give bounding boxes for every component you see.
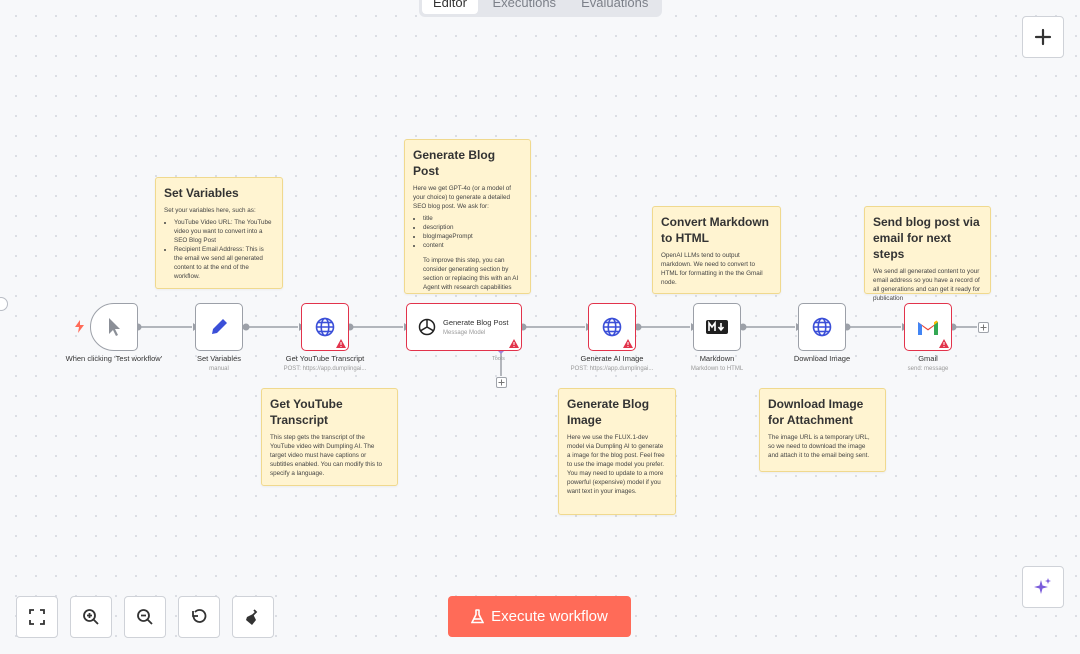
note-body: The image URL is a temporary URL, so we … [768, 434, 870, 459]
node-markdown-sub: Markdown to HTML [690, 366, 744, 372]
note-list-item: title [423, 214, 522, 223]
note-generate-blog-image[interactable]: Generate Blog Image Here we use the FLUX… [558, 388, 676, 515]
node-generate-blog-post-sub: Message Model [443, 330, 486, 336]
note-list-item: Recipient Email Address: This is the ema… [174, 245, 274, 281]
note-intro: Set your variables here, such as: [164, 207, 256, 214]
note-generate-blog-post[interactable]: Generate Blog Post Here we get GPT-4o (o… [404, 139, 531, 294]
note-body: We send all generated content to your em… [873, 268, 981, 302]
note-intro: Here we get GPT-4o (or a model of your c… [413, 185, 511, 210]
add-next-node-button[interactable] [978, 322, 989, 333]
warning-icon [509, 339, 519, 348]
zoom-to-fit-button[interactable] [16, 596, 58, 638]
note-outro: To improve this step, you can consider g… [423, 257, 519, 291]
node-trigger-label: When clicking ‘Test workflow’ [65, 354, 163, 363]
note-body: Here we use the FLUX.1-dev model via Dum… [567, 434, 665, 495]
note-list-item: content [423, 241, 522, 250]
note-title: Convert Markdown to HTML [661, 215, 770, 245]
note-download-image[interactable]: Download Image for Attachment The image … [759, 388, 886, 472]
markdown-icon [706, 320, 728, 334]
plus-icon [1034, 28, 1052, 46]
reset-zoom-button[interactable] [178, 596, 220, 638]
undo-icon [192, 609, 207, 623]
lightning-icon [75, 320, 84, 333]
ai-assistant-button[interactable] [1022, 566, 1064, 608]
note-list: title description blogImagePrompt conten… [413, 214, 522, 250]
warning-icon [939, 339, 949, 348]
note-title: Download Image for Attachment [768, 397, 864, 427]
node-generate-ai-image[interactable] [588, 303, 636, 351]
node-gmail[interactable] [904, 303, 952, 351]
node-generate-ai-image-label: Generate AI Image [580, 354, 644, 363]
note-title: Get YouTube Transcript [270, 397, 343, 427]
note-title: Generate Blog Image [567, 397, 650, 427]
gmail-icon [918, 320, 938, 335]
node-get-transcript[interactable] [301, 303, 349, 351]
zoom-in-icon [83, 609, 99, 625]
note-list-item: blogImagePrompt [423, 232, 522, 241]
node-set-variables-sub: manual [209, 366, 229, 372]
execute-workflow-button[interactable]: Execute workflow [448, 596, 631, 637]
note-list: YouTube Video URL: The YouTube video you… [164, 218, 274, 281]
tools-label: Tools [492, 356, 505, 362]
warning-icon [623, 339, 633, 348]
zoom-in-button[interactable] [70, 596, 112, 638]
warning-icon [336, 339, 346, 348]
node-download-image[interactable] [798, 303, 846, 351]
sparkle-icon [1034, 578, 1051, 594]
node-markdown[interactable] [693, 303, 741, 351]
node-markdown-label: Markdown [699, 354, 735, 363]
pencil-icon [212, 319, 227, 334]
node-gmail-sub: send: message [907, 366, 949, 372]
fit-view-icon [29, 609, 45, 625]
node-generate-blog-post-label: Generate Blog Post [443, 318, 509, 327]
note-get-youtube-transcript[interactable]: Get YouTube Transcript This step gets th… [261, 388, 398, 486]
note-title: Set Variables [164, 186, 239, 200]
node-get-transcript-sub: POST: https://app.dumplingai... [283, 366, 367, 372]
node-get-transcript-label: Get YouTube Transcript [285, 354, 365, 363]
note-list-item: YouTube Video URL: The YouTube video you… [174, 218, 274, 245]
tab-executions[interactable]: Executions [492, 0, 557, 10]
add-tool-button[interactable] [496, 377, 507, 388]
globe-icon [315, 317, 335, 337]
tidy-up-button[interactable] [232, 596, 274, 638]
note-send-blog-post[interactable]: Send blog post via email for next steps … [864, 206, 991, 302]
node-generate-blog-post[interactable]: Generate Blog Post Message Model [406, 303, 522, 351]
plus-icon [980, 324, 987, 331]
zoom-out-button[interactable] [124, 596, 166, 638]
node-set-variables[interactable] [195, 303, 243, 351]
execute-workflow-label: Execute workflow [491, 608, 608, 625]
note-title: Send blog post via email for next steps [873, 215, 980, 261]
tab-editor[interactable]: Editor [422, 0, 478, 14]
note-list-item: description [423, 223, 522, 232]
openai-icon [418, 318, 436, 336]
broom-icon [246, 609, 258, 625]
node-set-variables-label: Set Variables [196, 354, 242, 363]
globe-icon [602, 317, 622, 337]
globe-icon [812, 317, 832, 337]
note-title: Generate Blog Post [413, 148, 496, 178]
view-tabs: Editor Executions Evaluations [419, 0, 662, 17]
note-body: OpenAI LLMs tend to output markdown. We … [661, 252, 763, 286]
zoom-out-icon [137, 609, 153, 625]
flask-icon [471, 609, 485, 624]
note-set-variables[interactable]: Set Variables Set your variables here, s… [155, 177, 283, 289]
node-download-image-label: Download Image [793, 354, 851, 363]
plus-icon [498, 379, 505, 386]
node-generate-ai-image-sub: POST: https://app.dumplingai... [570, 366, 654, 372]
add-node-button[interactable] [1022, 16, 1064, 58]
node-gmail-label: Gmail [918, 354, 938, 363]
cursor-icon [109, 318, 120, 336]
note-body: This step gets the transcript of the You… [270, 434, 383, 477]
tab-evaluations[interactable]: Evaluations [581, 0, 649, 10]
node-trigger[interactable] [90, 303, 138, 351]
note-convert-markdown[interactable]: Convert Markdown to HTML OpenAI LLMs ten… [652, 206, 781, 294]
